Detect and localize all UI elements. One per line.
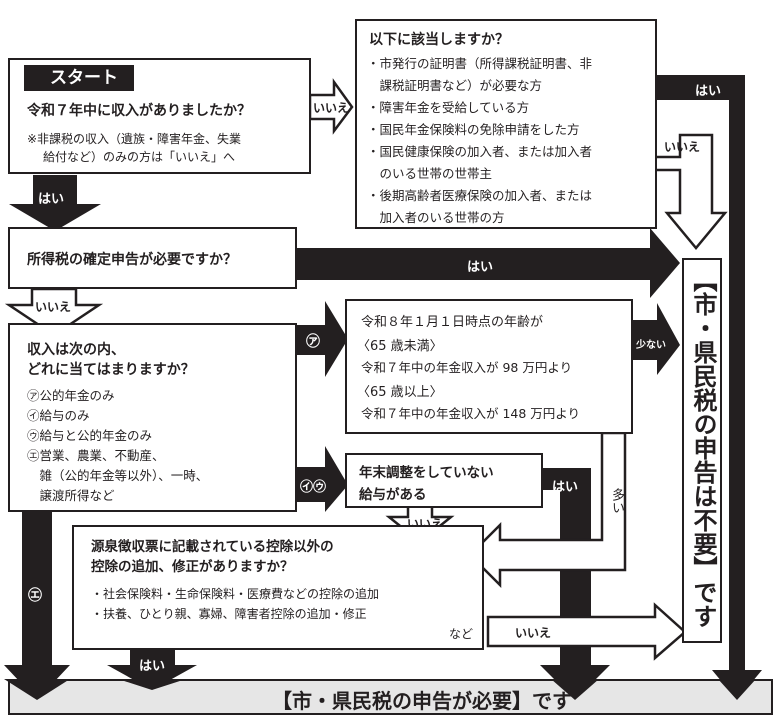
deduction-box: 源泉徴収票に記載されている控除以外の 控除の追加、修正がありますか？ ・社会保険… (72, 525, 484, 650)
label-yes-check: はい (695, 84, 722, 99)
arrow-no-check-to-notrequired (653, 133, 728, 250)
deduction-line1: 源泉徴収票に記載されている控除以外の (91, 539, 334, 555)
arrow-e (4, 511, 70, 700)
check-item: ・国民健康保険の加入者、または加入者 (367, 144, 593, 159)
result-required: 【市・県民税の申告が必要】です (8, 679, 773, 715)
deduction-bullet2: ・扶養、ひとり親、寡婦、障害者控除の追加・修正 (91, 607, 367, 621)
income-type-question-line2: どれに当てはまりますか？ (27, 362, 195, 378)
arrow-no-incometax-down (4, 287, 104, 337)
pension-line: 令和７年中の年金収入が 98 万円より (361, 360, 573, 375)
salary-line2: 給与がある (359, 487, 427, 503)
arrow-yes-salary-to-required (540, 468, 610, 700)
label-iu: ㋑㋒ (300, 480, 327, 495)
income-option: 譲渡所得など (27, 488, 115, 503)
arrow-yes-check-to-required (655, 75, 762, 700)
check-box: 以下に該当しますか？ ・市発行の証明書（所得課税証明書、非 課税証明書など）が必… (355, 19, 657, 229)
check-item: 加入者のいる世帯の方 (367, 210, 505, 225)
check-item: ・後期高齢者医療保険の加入者、または (367, 188, 593, 203)
income-type-box: 収入は次の内、 どれに当てはまりますか？ ㋐公的年金のみ ㋑給与のみ ㋒給与と公… (8, 323, 297, 512)
pension-box: 令和８年１月１日時点の年齢が 〈65 歳未満〉 令和７年中の年金収入が 98 万… (345, 299, 633, 434)
arrow-iu (296, 446, 348, 512)
label-less: 少ない (636, 340, 666, 351)
income-type-question-line1: 収入は次の内、 (27, 342, 125, 358)
check-item: のいる世帯の世帯主 (367, 166, 493, 181)
label-yes-deduction: はい (139, 659, 166, 674)
label-no-incometax: いいえ (35, 300, 72, 314)
arrow-more (468, 431, 627, 589)
check-item: ・障害年金を受給している方 (367, 100, 530, 115)
start-note-line1: ※非課税の収入（遺族・障害年金、失業 (27, 132, 242, 146)
start-note-line2: 給付など）のみの方は「いいえ」へ (43, 150, 236, 164)
check-item: 課税証明書など）が必要な方 (367, 78, 543, 93)
salary-line1: 年末調整をしていない (359, 465, 494, 481)
pension-line: 令和８年１月１日時点の年齢が (361, 315, 544, 330)
label-no-deduction: いいえ (515, 626, 552, 640)
deduction-bullet1: ・社会保険料・生命保険料・医療費などの控除の追加 (91, 587, 380, 601)
income-option: ㋓営業、農業、不動産、 (27, 448, 165, 463)
income-tax-question: 所得税の確定申告が必要ですか？ (27, 252, 237, 268)
arrow-yes-incometax-to-notrequired (296, 228, 680, 298)
label-yes-start: はい (38, 192, 65, 207)
deduction-suffix: など (449, 627, 474, 641)
arrow-no-start-to-check (308, 78, 354, 135)
income-option: ㋑給与のみ (27, 408, 90, 423)
pension-line: 〈65 歳以上〉 (357, 385, 443, 400)
label-yes-salary: はい (552, 480, 579, 495)
deduction-line2: 控除の追加、修正がありますか？ (91, 559, 294, 575)
check-item: ・市発行の証明書（所得課税証明書、非 (367, 56, 593, 71)
check-title: 以下に該当しますか？ (369, 32, 509, 48)
label-e: ㋓ (28, 588, 42, 604)
label-a: ㋐ (306, 334, 320, 350)
label-more: 多い (609, 488, 624, 514)
arrow-yes-start-down (9, 175, 101, 231)
label-no-check: いいえ (664, 140, 701, 154)
income-option: ㋒給与と公的年金のみ (27, 428, 153, 443)
result-required-text: 【市・県民税の申告が必要】です (272, 689, 572, 713)
income-option: 雑（公的年金等以外）、一時、 (27, 468, 209, 483)
result-not-required-text: 【市・県民税の申告は不要】です (689, 268, 717, 628)
start-question: 令和７年中に収入がありましたか？ (27, 103, 251, 119)
salary-box: 年末調整をしていない 給与がある (345, 453, 543, 508)
start-box: スタート 令和７年中に収入がありましたか？ ※非課税の収入（遺族・障害年金、失業… (8, 58, 311, 174)
pension-line: 令和７年中の年金収入が 148 万円より (361, 406, 581, 421)
check-item: ・国民年金保険料の免除申請をした方 (367, 122, 580, 137)
label-no-start: いいえ (313, 101, 350, 115)
income-option: ㋐公的年金のみ (27, 388, 115, 403)
pension-line: 〈65 歳未満〉 (357, 339, 443, 354)
arrow-yes-deduction-down (107, 650, 197, 690)
arrow-a (296, 301, 348, 377)
result-not-required: 【市・県民税の申告は不要】です (682, 258, 722, 643)
start-badge: スタート (24, 65, 134, 91)
income-tax-box: 所得税の確定申告が必要ですか？ (8, 227, 297, 289)
arrow-no-deduction-to-notrequired (486, 602, 687, 661)
label-yes-incometax: はい (467, 260, 494, 275)
arrow-less (631, 303, 680, 375)
